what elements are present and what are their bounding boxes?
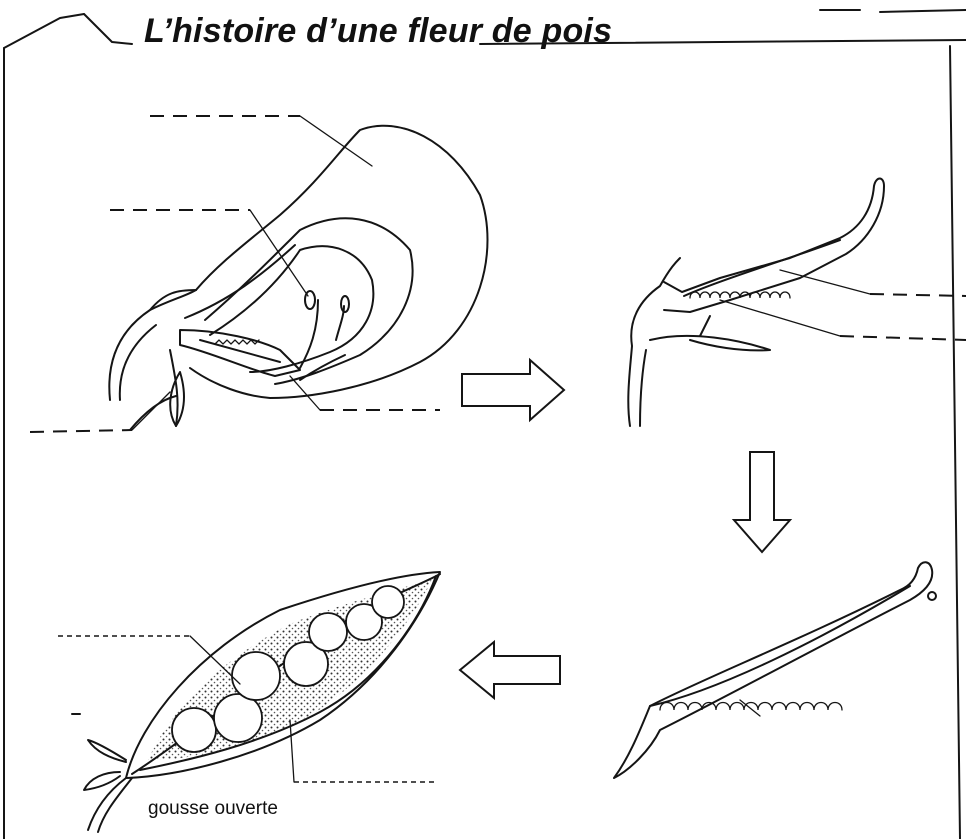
flower-label-lines [30,116,440,432]
open-pod-drawing [84,572,440,832]
arrow-down [734,452,790,552]
young-pod-label-lines [720,270,966,340]
open-pod-caption: gousse ouverte [148,798,278,820]
young-pod-drawing [628,179,884,427]
arrow-right [462,360,564,420]
page-frame [4,10,966,839]
arrow-left [460,642,560,698]
pod-drawing [614,562,936,778]
flower-drawing [109,126,487,430]
